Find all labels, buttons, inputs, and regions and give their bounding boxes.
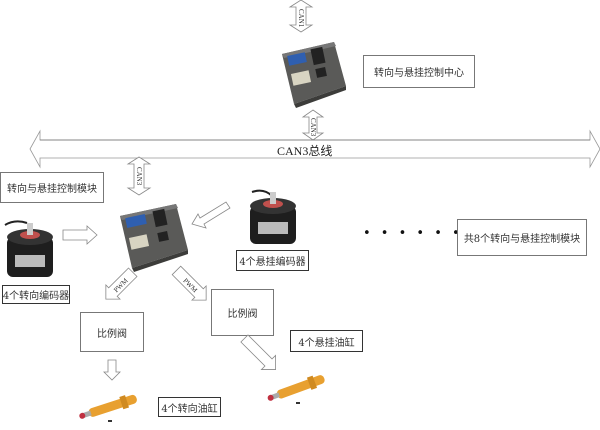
valve-right-box: 比例阀	[211, 289, 274, 336]
can1-link-arrow: CAN1	[288, 0, 314, 33]
pwm-left-arrow: PWM	[105, 267, 138, 300]
center-to-bus-label: CAN3	[309, 118, 317, 137]
suspension-encoder-label: 4个悬挂编码器	[239, 257, 306, 268]
module-to-bus-arrow: CAN3	[126, 156, 152, 196]
control-module-ecu-image	[120, 204, 188, 272]
valve-left-box: 比例阀	[80, 312, 144, 352]
module-to-bus-label: CAN3	[135, 167, 143, 186]
suspension-encoder-image	[250, 189, 296, 244]
suspension-encoder-to-module-arrow	[191, 201, 231, 229]
can3-bus-label: CAN3总线	[277, 144, 333, 158]
suspension-cylinder-image	[267, 375, 325, 404]
more-modules-ellipsis: • • • • • •	[363, 226, 463, 241]
control-module-label: 转向与悬挂控制模块	[7, 184, 97, 195]
can1-link-label: CAN1	[297, 9, 305, 28]
steering-cylinder-label-box: 4个转向油缸	[158, 397, 221, 417]
pwm-right-arrow: PWM	[171, 265, 207, 301]
valve-right-label: 比例阀	[227, 309, 258, 320]
valve-left-to-cylinder-arrow	[103, 359, 121, 381]
control-center-ecu-image	[282, 42, 346, 108]
can3-bus-arrow	[29, 129, 600, 169]
valve-right-to-cylinder-arrow	[240, 334, 276, 370]
control-center-label: 转向与悬挂控制中心	[374, 68, 464, 79]
suspension-encoder-label-box: 4个悬挂编码器	[236, 250, 309, 271]
steering-encoder-image	[4, 220, 53, 277]
suspension-cylinder-label: 4个悬挂油缸	[298, 337, 355, 349]
steering-cylinder-image	[79, 394, 137, 422]
module-count-label-box: 共8个转向与悬挂控制模块	[457, 219, 587, 256]
steering-encoder-label-box: 4个转向编码器	[2, 285, 70, 304]
module-count-label: 共8个转向与悬挂控制模块	[463, 234, 581, 245]
steering-cylinder-label: 4个转向油缸	[161, 403, 218, 415]
steering-encoder-to-module-arrow	[62, 225, 98, 245]
control-module-label-box: 转向与悬挂控制模块	[0, 172, 104, 203]
steering-encoder-label: 4个转向编码器	[2, 291, 70, 302]
suspension-cylinder-label-box: 4个悬挂油缸	[290, 330, 363, 352]
control-center-label-box: 转向与悬挂控制中心	[363, 55, 475, 88]
valve-left-label: 比例阀	[97, 328, 127, 340]
